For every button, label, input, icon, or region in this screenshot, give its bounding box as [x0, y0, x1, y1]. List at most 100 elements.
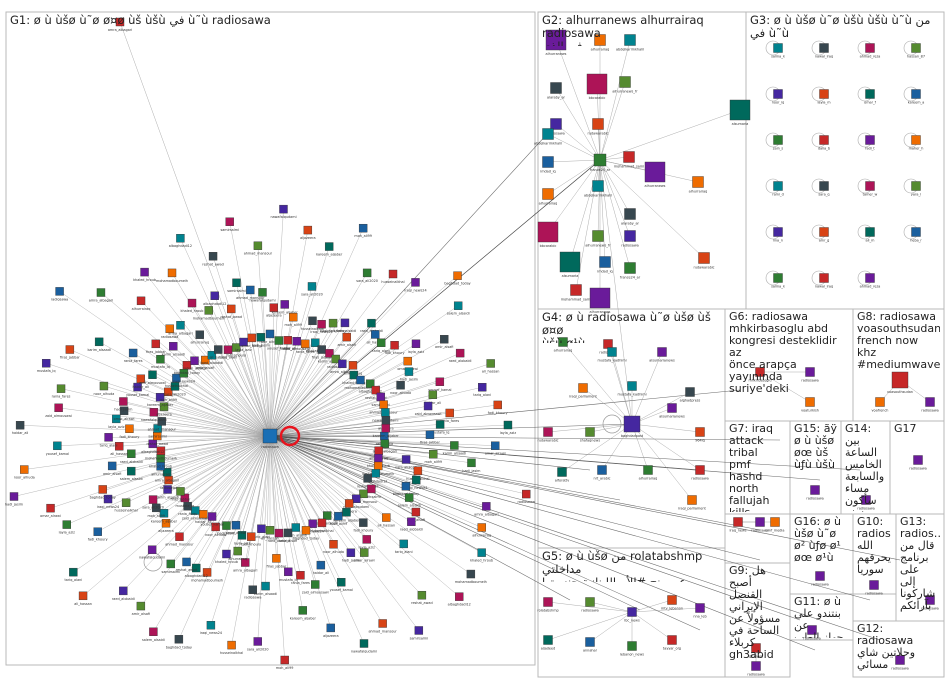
svg-text:salma_k: salma_k: [771, 55, 785, 59]
svg-text:noor_alhuda: noor_alhuda: [323, 550, 344, 554]
svg-text:zaid_almousawi: zaid_almousawi: [283, 347, 310, 351]
svg-text:alhurrairaq: alhurrairaq: [472, 533, 491, 537]
node-g3-12: rami_d: [772, 181, 784, 197]
svg-text:salem_alsaidi: salem_alsaidi: [183, 367, 206, 371]
svg-text:albaghdadi12: albaghdadi12: [203, 302, 226, 306]
node-g4-3: iraqi_parliament: [569, 383, 597, 399]
node-g1-116: husseinalkhal: [115, 498, 138, 513]
node-g1-51: salem_alsaidi: [183, 356, 206, 371]
node-g1-102: radiosawa: [244, 585, 261, 600]
node-g1-227: layla_aziz: [500, 420, 517, 435]
svg-text:karim_alsaadi: karim_alsaadi: [443, 451, 466, 455]
node-g17-0: radiosawa: [909, 455, 927, 471]
svg-text:rania_fares: rania_fares: [124, 359, 143, 363]
svg-text:amra_albagari: amra_albagari: [474, 512, 498, 516]
svg-text:husseinalkhal: husseinalkhal: [220, 651, 243, 655]
svg-text:noor_alhuda: noor_alhuda: [205, 533, 226, 537]
svg-text:sara_ali2020: sara_ali2020: [395, 465, 417, 469]
edge-layer: [13, 21, 931, 666]
svg-text:omar_alrawi: omar_alrawi: [226, 531, 247, 535]
svg-text:mohamadboumeih: mohamadboumeih: [344, 386, 376, 390]
node-g1-50: baghdad_today: [174, 361, 200, 375]
node-g1-176: reshat_awad: [411, 590, 433, 605]
node-g2-23: mohammad_sami: [561, 284, 591, 302]
node-g1-209: albaghdadi12: [169, 234, 192, 248]
svg-text:zaid_almousawi: zaid_almousawi: [302, 590, 329, 594]
group-title-g12: G12: radiosawa وحلاتين شاي مسائي: [857, 623, 916, 671]
svg-text:noor_iq: noor_iq: [772, 101, 784, 105]
svg-text:layla_aziz: layla_aziz: [500, 431, 517, 435]
node-g4-6: rudawarabic: [537, 427, 559, 443]
svg-text:maher_h: maher_h: [909, 147, 924, 151]
svg-text:france24_ar: france24_ar: [620, 276, 641, 280]
node-g1-208: mohamadboumeih: [156, 268, 188, 283]
svg-text:salem_alsaidi: salem_alsaidi: [398, 504, 421, 508]
node-g1-63: zaid_almousawi: [283, 337, 310, 351]
svg-text:reshat_awad: reshat_awad: [146, 442, 168, 446]
node-g1-81: sara_ali2020: [395, 455, 417, 469]
group-title-g16: G16: ø ù ùšø ù˜ø ø² ùƒø ø¹ øœ ø¹ù: [794, 516, 841, 564]
svg-text:fadi_t: fadi_t: [865, 147, 875, 151]
svg-text:firas_jabbar: firas_jabbar: [420, 441, 440, 445]
node-g1-164: haidar_ali: [425, 390, 441, 405]
node-g5-4: aljadeed: [541, 635, 555, 651]
svg-text:omar_alrawi: omar_alrawi: [241, 344, 262, 348]
node-g5-2: lbc_news: [624, 607, 640, 623]
svg-text:kareem_aljaber: kareem_aljaber: [333, 518, 360, 522]
svg-text:moh_ali99: moh_ali99: [425, 460, 443, 464]
svg-text:iraqi_news24: iraqi_news24: [301, 530, 323, 534]
node-g1-119: salem_alsaidi: [120, 466, 143, 481]
node-g1-125: layla_aziz: [108, 414, 125, 429]
node-g1-19: raed_alobaidi: [268, 528, 290, 543]
node-g5-1: radiosawa: [581, 597, 599, 613]
svg-text:annahar: annahar: [583, 649, 598, 653]
node-g1-148: moh_ali99: [284, 312, 302, 327]
svg-text:nawafalqudami: nawafalqudami: [141, 418, 167, 422]
svg-text:iraq_news: iraq_news: [729, 529, 746, 533]
svg-text:mohammad_sami: mohammad_sami: [561, 298, 591, 302]
svg-text:lebanon_news: lebanon_news: [620, 653, 644, 657]
svg-text:964iq: 964iq: [695, 439, 705, 443]
svg-text:radiosawa: radiosawa: [161, 335, 178, 339]
node-g1-14: husseinalkhal: [310, 518, 334, 533]
node-g1-179: nawafalqudami: [351, 639, 377, 653]
svg-text:iraqi_news24: iraqi_news24: [97, 505, 119, 509]
node-g2-24: alhurranews: [590, 287, 611, 314]
node-g1-94: noor_alhuda: [323, 540, 344, 554]
svg-text:lbc_news: lbc_news: [624, 619, 640, 623]
svg-text:firas_jabbar: firas_jabbar: [266, 564, 286, 568]
node-g1-163: yousef_kamal: [428, 377, 452, 392]
svg-text:karim_alsaadi: karim_alsaadi: [318, 359, 341, 363]
svg-text:alhurranews_fr: alhurranews_fr: [612, 90, 638, 94]
svg-text:ahmad_reza: ahmad_reza: [860, 55, 881, 59]
svg-text:albaghdadi12: albaghdadi12: [141, 450, 164, 454]
svg-text:fadi_khoury: fadi_khoury: [353, 529, 373, 533]
svg-text:rami_d: rami_d: [772, 193, 784, 197]
group-title-g11: G11: ø ù بنتندو على عن جهاز العاب switch…: [794, 596, 844, 638]
node-g1-145: nawafalqudami: [249, 288, 276, 302]
svg-text:abdelkarimkhalil: abdelkarimkhalil: [534, 142, 562, 146]
svg-text:moh_ali99: moh_ali99: [160, 398, 178, 402]
node-g4-12: alhurrairaq: [639, 465, 657, 481]
svg-text:khaled_hroub: khaled_hroub: [470, 559, 493, 563]
svg-text:iraqi_news24: iraqi_news24: [310, 330, 332, 334]
node-g1-44: aljazeera: [156, 402, 172, 417]
node-g2-17: alhurranews_fr: [585, 230, 611, 248]
node-g1-65: mustafa_iq: [306, 338, 325, 353]
node-g4-9: 964iq: [695, 427, 705, 443]
node-g7-0: iraq_news: [729, 517, 747, 533]
node-g1-113: kareem_aljaber: [151, 509, 178, 523]
svg-text:radiosawa: radiosawa: [811, 583, 828, 587]
node-g1-211: samirsalmi: [220, 217, 239, 232]
node-g1-210: reshat_awad: [202, 252, 224, 266]
self-loop: [279, 425, 301, 447]
svg-text:fadi_khoury: fadi_khoury: [88, 538, 108, 542]
node-g4-13: radiosawa: [691, 465, 709, 481]
svg-text:mustafa_iq: mustafa_iq: [151, 365, 170, 369]
node-g1-100: firas_jabbar: [266, 554, 287, 568]
svg-text:alhurrairaq: alhurrairaq: [539, 202, 558, 206]
node-g3-22: ahmad_reza: [860, 273, 880, 289]
group-title-g6: G6: radiosawa mhkirbasoglu abd kongresi …: [729, 311, 837, 395]
svg-text:lina_n: lina_n: [773, 239, 783, 243]
